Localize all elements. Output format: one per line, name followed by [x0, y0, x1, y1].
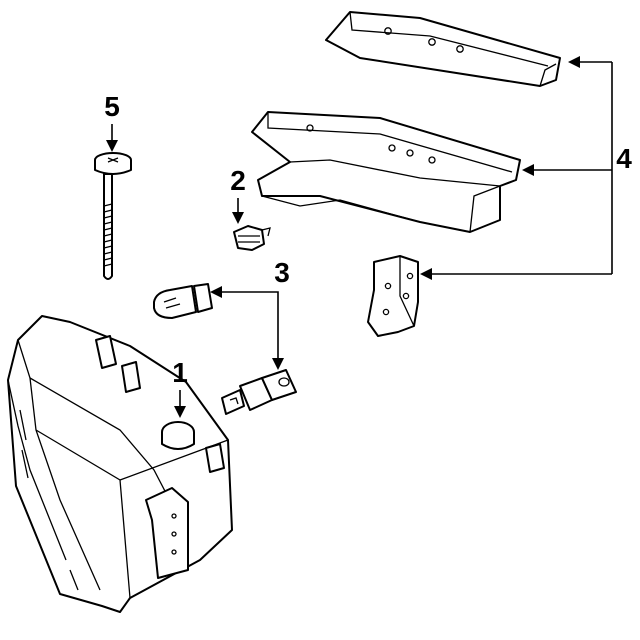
- arrowhead-5: [106, 140, 118, 152]
- arrowhead-4b: [522, 164, 534, 176]
- arrowhead-1: [174, 406, 186, 418]
- socket-part: [221, 369, 297, 415]
- headlamp-housing-part: [7, 315, 233, 613]
- callout-4: 4: [616, 143, 632, 174]
- arrowhead-2: [232, 212, 244, 224]
- arrowhead-4a: [568, 56, 580, 68]
- bulb-part: [153, 283, 213, 319]
- middle-bracket-part: [251, 111, 521, 233]
- bolt-part: [94, 152, 132, 280]
- callout-2: 2: [230, 165, 246, 196]
- leader-line-3: [220, 291, 279, 360]
- callout-3: 3: [274, 257, 290, 288]
- arrowhead-3a: [210, 286, 222, 298]
- arrowhead-3b: [272, 358, 284, 370]
- callout-1: 1: [172, 357, 188, 388]
- clip-nut-part: [233, 225, 271, 251]
- upper-bracket-part: [325, 11, 561, 87]
- callout-5: 5: [104, 91, 120, 122]
- small-bracket-part: [367, 255, 419, 337]
- leader-line-4: [430, 61, 613, 275]
- arrowhead-4c: [420, 268, 432, 280]
